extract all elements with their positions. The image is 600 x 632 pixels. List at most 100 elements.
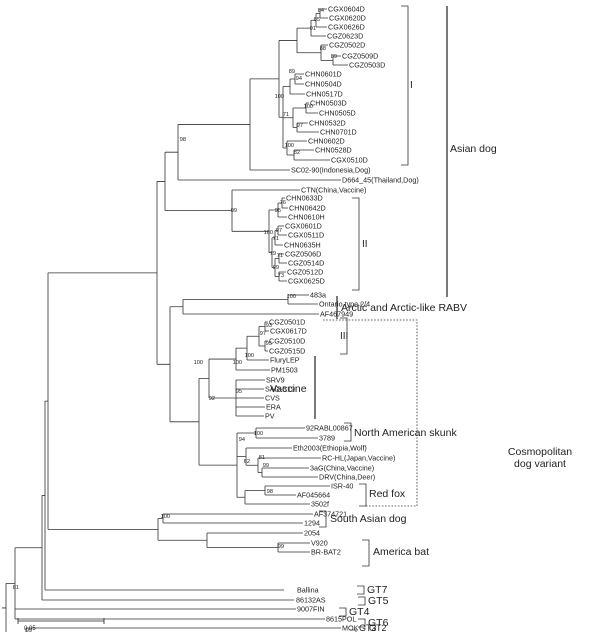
leaf-label-9007fin: 9007FIN [297, 605, 325, 614]
bootstrap-value: 82 [294, 150, 300, 156]
bootstrap-value: 100 [287, 294, 296, 300]
leaf-label-chn0602d: CHN0602D [308, 137, 345, 146]
bootstrap-value: 94 [296, 76, 302, 82]
leaf-label-1294: 1294 [304, 519, 320, 528]
clade-label-I: I [410, 80, 413, 91]
bootstrap-value: 100 [254, 431, 263, 437]
leaf-label-af467949: AF467949 [320, 310, 353, 319]
clade-label-gt4: GT4 [349, 606, 370, 618]
bracket-gt3 [350, 629, 357, 632]
leaf-label-eth2003: Eth2003(Ethiopia,Wolf) [293, 444, 367, 453]
leaf-label-483a: 483a [310, 291, 326, 300]
bootstrap-value: 95 [236, 389, 242, 395]
bootstrap-value: 81 [13, 585, 19, 591]
bootstrap-value: 89 [331, 54, 337, 60]
bootstrap-value: 73 [278, 273, 284, 279]
leaf-label-3789: 3789 [319, 434, 335, 443]
bootstrap-value: 97 [297, 123, 303, 129]
bootstrap-value: 62 [244, 459, 250, 465]
scale-bar-label: 0.05 [24, 626, 36, 632]
clade-label-dog-variant: dog variant [514, 458, 566, 470]
clade-label-arctic: Arctic and Arctic-like RABV [341, 302, 467, 314]
bootstrap-value: 99 [278, 544, 284, 550]
bootstrap-value: 100 [161, 514, 170, 520]
bracket-south-asian [319, 510, 327, 528]
bracket-red-fox [359, 483, 367, 507]
clade-brackets [314, 5, 448, 632]
clade-label-gt7: GT7 [367, 584, 388, 596]
leaf-label-pv: PV [265, 412, 275, 421]
clade-label-II: II [362, 239, 368, 250]
bootstrap-value: 98 [267, 489, 273, 495]
leaf-label-cgz0509d: CGZ0509D [342, 52, 378, 61]
leaf-label-era: ERA [266, 403, 281, 412]
leaf-label-cgx0511d: CGX0511D [288, 231, 324, 240]
clade-label-asian-dog: Asian dog [450, 143, 497, 155]
clade-label-na-skunk: North American skunk [354, 427, 457, 439]
bracket-cosmopolitan [323, 319, 418, 507]
bootstrap-value: 97 [276, 228, 282, 234]
bootstrap-value: 71 [273, 236, 279, 242]
leaf-label-sc02-90: SC02-90(Indonesia,Dog) [291, 166, 371, 175]
leaf-label-cgx0617d: CGX0617D [270, 327, 307, 336]
bootstrap-value: 93 [266, 323, 272, 329]
leaf-label-chn0601d: CHN0601D [305, 70, 342, 79]
bootstrap-value: 92 [209, 396, 215, 402]
tree-edges [2, 8, 348, 632]
bootstrap-value: 99 [263, 463, 269, 469]
leaf-label-cgz0512d: CGZ0512D [287, 268, 323, 277]
scale-bar: 0.05 [17, 618, 105, 632]
clade-label-south-asian: South Asian dog [330, 513, 407, 525]
bootstrap-value: 99 [26, 628, 32, 632]
leaf-label-chn0504d: CHN0504D [305, 80, 342, 89]
bootstrap-value: 100 [194, 360, 203, 366]
leaf-label-af374721: AF374721 [314, 510, 347, 519]
bootstrap-value: 100 [304, 104, 313, 110]
bracket-america-bat [362, 539, 370, 567]
leaf-label-3502f: 3502f [311, 500, 329, 509]
leaf-label-cgz0502d: CGZ0502D [329, 41, 365, 50]
clade-label-gt6: GT6 [368, 617, 389, 629]
bootstrap-value: 84 [318, 8, 324, 14]
bootstrap-value: 100 [264, 230, 273, 236]
leaf-label-cgx0601d: CGX0601D [285, 222, 322, 231]
leaf-label-cgx0604d: CGX0604D [328, 5, 365, 14]
leaf-label-cgz0514d: CGZ0514D [288, 259, 324, 268]
leaf-label-cgz0503d: CGZ0503D [349, 61, 385, 70]
leaf-label-cgz0623d: CGZ0623D [327, 32, 363, 41]
bootstrap-value: 100 [245, 353, 254, 359]
leaf-label-ballina: Ballina [297, 586, 319, 595]
bracket-gt4 [339, 607, 347, 617]
bootstrap-labels: 8485918988948910097821007110098769597717… [13, 8, 337, 632]
leaf-label-chn0517d: CHN0517D [306, 90, 343, 99]
leaf-label-ontario: Ontario type 2/4 [319, 300, 370, 309]
bootstrap-value: 85 [314, 17, 320, 23]
leaf-labels: CGX0604DCGX0620DCGX0626DCGZ0623DCGZ0502D… [265, 5, 419, 632]
leaf-label-chn0528d: CHN0528D [315, 146, 352, 155]
leaf-label-pm1503: PM1503 [271, 366, 298, 375]
bootstrap-value: 81 [259, 455, 265, 461]
clade-label-red-fox: Red fox [369, 488, 406, 500]
leaf-label-mok: MOK [342, 624, 359, 632]
leaf-label-86132as: 86132AS [296, 596, 326, 605]
leaf-label-cgx0510d: CGX0510D [331, 156, 368, 165]
bootstrap-value: 95 [275, 208, 281, 214]
bootstrap-value: 91 [310, 26, 316, 32]
leaf-label-cgz0510d: CGZ0510D [269, 337, 305, 346]
bootstrap-value: 97 [260, 331, 266, 337]
leaf-label-ctn: CTN(China,Vaccine) [301, 186, 366, 195]
leaf-label-cgz0501d: CGZ0501D [269, 318, 305, 327]
leaf-label-br-bat2: BR-BAT2 [311, 548, 341, 557]
leaf-label-cgz0506d: CGZ0506D [285, 250, 321, 259]
clade-label-cosmopolitan: Cosmopolitan [508, 446, 572, 458]
leaf-label-v920: V920 [311, 539, 328, 548]
leaf-label-cgz0515d: CGZ0515D [269, 347, 305, 356]
leaf-label-flurylep: FluryLEP [270, 356, 300, 365]
bracket-II [352, 197, 360, 291]
tree-branches [2, 8, 348, 632]
clade-label-gt2: GT2 [369, 623, 387, 632]
leaf-label-chn0503d: CHN0503D [310, 99, 347, 108]
bootstrap-value: 100 [275, 94, 284, 100]
bootstrap-value: 99 [273, 265, 279, 271]
